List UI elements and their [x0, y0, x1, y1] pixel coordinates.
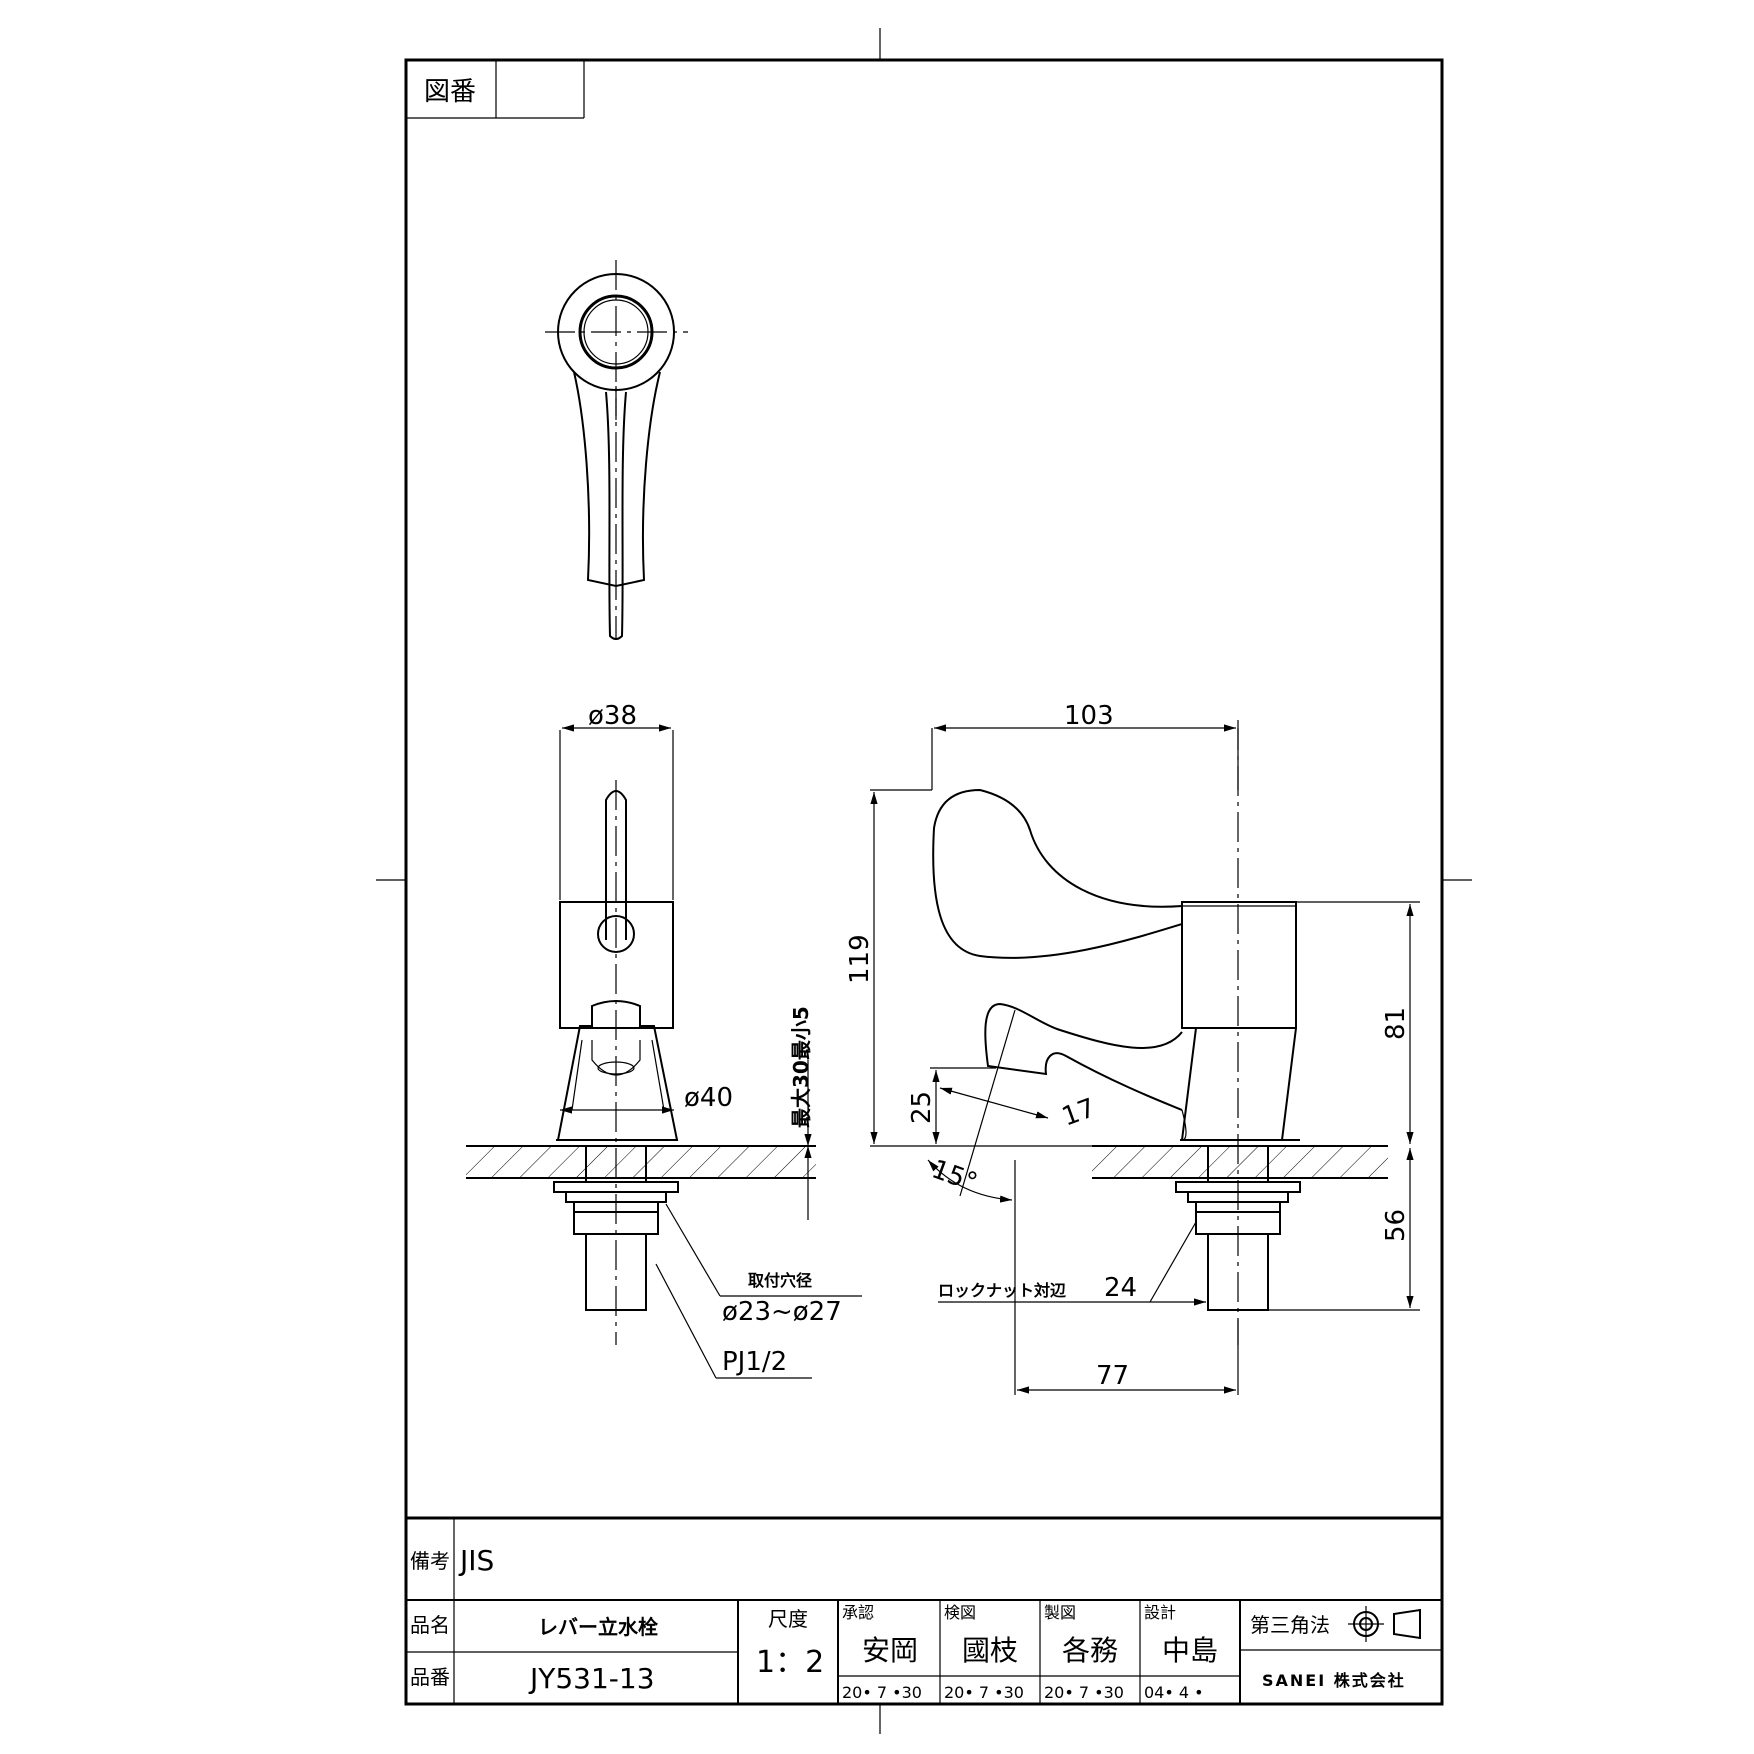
- dim-thickness: 最大30最小5: [789, 1006, 813, 1128]
- drawing-frame: [376, 28, 1472, 1734]
- side-view: [870, 720, 1420, 1395]
- checked-name: 國枝: [962, 1634, 1018, 1667]
- dim-103: 103: [1064, 701, 1114, 731]
- name-label: 品名: [410, 1613, 450, 1637]
- drawn-date: 20• 7 •30: [1044, 1683, 1124, 1702]
- dim-d40: ø40: [684, 1083, 733, 1113]
- dim-77: 77: [1096, 1361, 1129, 1391]
- projection-label: 第三角法: [1250, 1613, 1330, 1637]
- dim-17: 17: [1058, 1093, 1099, 1133]
- product-number: JY531-13: [528, 1662, 655, 1695]
- pipe-thread: PJ1/2: [722, 1347, 787, 1377]
- remarks-label: 備考: [410, 1549, 450, 1573]
- scale-value: 1：2: [756, 1645, 824, 1680]
- approved-label: 承認: [842, 1603, 874, 1622]
- dim-81: 81: [1381, 1007, 1411, 1040]
- mount-hole-label: 取付穴径: [748, 1271, 812, 1290]
- front-view: [466, 724, 862, 1379]
- dim-25: 25: [907, 1091, 937, 1124]
- mount-hole-value: ø23~ø27: [722, 1297, 842, 1327]
- top-view: [545, 260, 688, 640]
- remarks-value: JIS: [458, 1544, 494, 1577]
- title-block: [406, 1516, 1442, 1704]
- product-name: レバー立水栓: [538, 1615, 658, 1639]
- dim-d38: ø38: [588, 701, 637, 731]
- number-label: 品番: [410, 1665, 450, 1689]
- checked-date: 20• 7 •30: [944, 1683, 1024, 1702]
- approved-name: 安岡: [862, 1634, 918, 1667]
- company-name: SANEI 株式会社: [1262, 1671, 1406, 1690]
- checked-label: 検図: [944, 1603, 976, 1622]
- design-label: 設計: [1144, 1603, 1176, 1622]
- approved-date: 20• 7 •30: [842, 1683, 922, 1702]
- design-date: 04• 4 •: [1144, 1683, 1204, 1702]
- drawn-label: 製図: [1044, 1603, 1076, 1622]
- locknut-value: 24: [1104, 1273, 1137, 1303]
- dim-15-degree: 15°: [928, 1154, 982, 1198]
- design-name: 中島: [1162, 1634, 1218, 1667]
- dim-56: 56: [1381, 1209, 1411, 1242]
- drawing-no-label: 図番: [424, 77, 476, 107]
- scale-label: 尺度: [768, 1607, 808, 1631]
- locknut-label: ロックナット対辺: [938, 1281, 1066, 1300]
- drawn-name: 各務: [1062, 1634, 1118, 1667]
- dim-119: 119: [845, 934, 875, 984]
